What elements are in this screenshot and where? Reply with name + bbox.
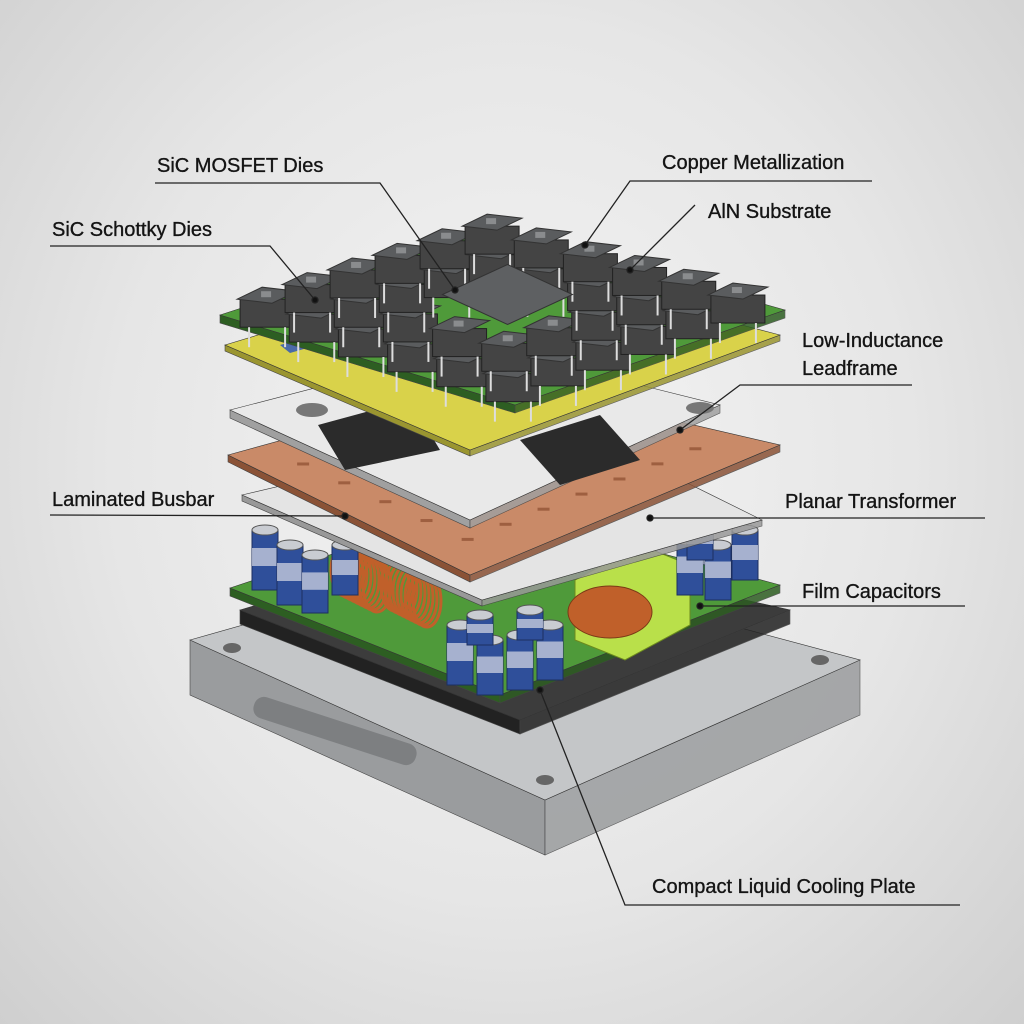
die-marking [396,247,407,254]
label-copper-metallization: Copper Metallization [662,152,845,174]
busbar-slot [613,477,626,481]
die-body [710,294,766,324]
leader-line [49,514,346,517]
die-marking [633,259,644,266]
label-film-capacitors: Film Capacitors [802,581,941,603]
leader-dot [311,296,319,304]
capacitor-band [677,556,703,573]
leadframe-hole [296,403,328,417]
label-sic-mosfet-dies: SiC MOSFET Dies [157,155,324,177]
label-leadframe-line1: Low-Inductance [802,330,944,352]
capacitor-top [466,609,494,621]
transformer-winding [567,585,653,639]
capacitor-band [467,624,493,633]
mounting-hole [811,655,829,665]
leader-dot [581,241,589,249]
busbar-slot [537,507,550,511]
capacitor-top [301,549,329,561]
die-body [329,269,385,299]
leadframe-package-right [520,415,640,485]
die-body [432,328,488,358]
label-aln-substrate: AlN Substrate [708,201,832,223]
die-marking [351,261,362,268]
leader-dot [626,266,634,274]
die-marking [441,232,452,239]
leader-dot [676,426,684,434]
mounting-hole [223,643,241,653]
leader-dot [451,286,459,294]
busbar-slot [297,462,310,466]
capacitor-band [477,656,503,673]
die-marking [731,287,742,294]
label-planar-transformer: Planar Transformer [785,491,957,513]
busbar-slot [338,481,351,485]
capacitor-band [447,643,473,661]
leader-line [679,384,912,431]
die-marking [535,231,546,238]
leader-line [50,245,316,301]
leader-dot [646,514,654,522]
label-laminated-busbar: Laminated Busbar [52,489,215,511]
die-marking [261,291,272,298]
label-leadframe-line2: Leadframe [802,358,898,380]
capacitor-band [252,548,278,566]
leader-dot [696,602,704,610]
die-marking [306,276,317,283]
capacitor-top [276,539,304,551]
die-marking [502,335,513,342]
busbar-slot [575,492,588,496]
die-body [382,313,438,343]
capacitor-band [332,560,358,575]
label-cooling-plate: Compact Liquid Cooling Plate [652,876,916,898]
busbar-slot [499,522,512,526]
capacitor-band [705,561,731,578]
capacitor-band [517,619,543,628]
die-marking [547,319,558,326]
capacitor-top [516,604,544,616]
die-marking [453,320,464,327]
die-marking [584,245,595,252]
busbar-slot [689,447,702,451]
leader-line [539,689,960,906]
busbar-slot [420,519,433,523]
mounting-hole [536,775,554,785]
busbar-slot [461,537,474,541]
leader-dot [536,686,544,694]
leader-line [629,204,696,271]
capacitor-band [302,572,328,590]
capacitor-top [251,524,279,536]
die-marking [682,273,693,280]
capacitor-band [277,563,303,581]
capacitor-band [732,545,758,560]
leader-line [584,180,872,246]
leader-dot [341,512,349,520]
leadframe-hole [686,402,714,414]
coolant-slot [253,696,417,766]
central-controller-die [441,263,574,326]
capacitor-band [507,651,533,668]
die-marking [486,218,497,225]
leader-line [155,182,456,291]
label-sic-schottky-dies: SiC Schottky Dies [52,219,213,241]
busbar-slot [651,462,664,466]
busbar-slot [379,500,392,504]
capacitor-band [537,641,563,658]
